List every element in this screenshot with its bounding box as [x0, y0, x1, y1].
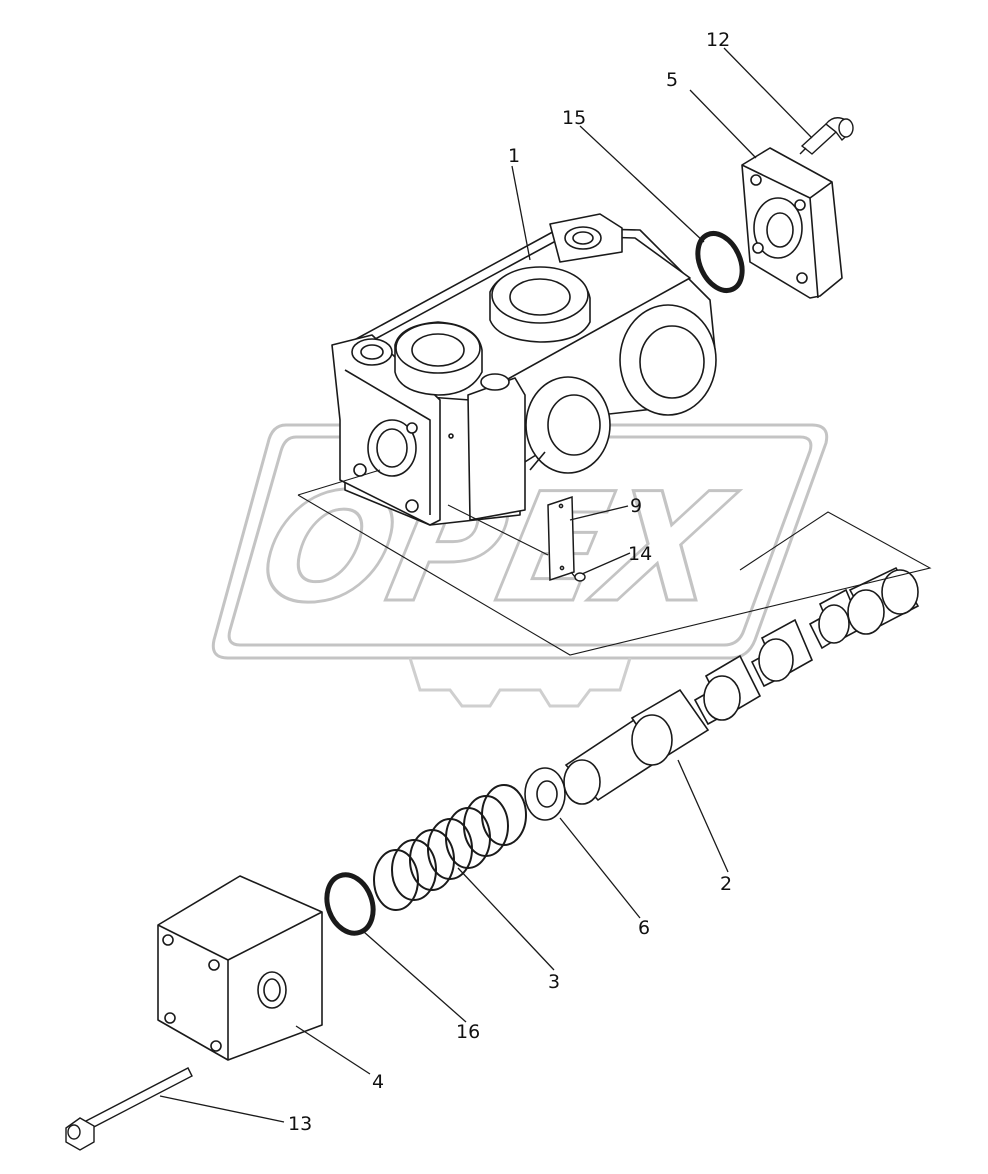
long-bolt-13 [65, 1067, 193, 1151]
callout-6: 6 [638, 917, 650, 939]
callout-12: 12 [706, 29, 730, 51]
callout-1: 1 [508, 145, 520, 167]
end-cap [157, 875, 323, 1061]
washer [524, 767, 566, 821]
flange-cover [741, 147, 843, 299]
assembly-centerlines [297, 469, 932, 656]
callout-15: 15 [562, 107, 586, 129]
callout-9: 9 [630, 495, 642, 517]
cap-screw-12 [799, 117, 854, 155]
callout-4: 4 [372, 1071, 384, 1093]
valve-body [331, 213, 717, 526]
callout-2: 2 [720, 873, 732, 895]
rivet [570, 571, 586, 582]
callout-16: 16 [456, 1021, 480, 1043]
callout-labels: 1 2 3 4 5 6 9 12 13 14 15 16 [288, 29, 732, 1135]
callout-5: 5 [666, 69, 678, 91]
spring [373, 784, 527, 911]
callout-14: 14 [628, 543, 652, 565]
o-ring-15 [695, 231, 745, 293]
spool [563, 566, 920, 805]
callout-3: 3 [548, 971, 560, 993]
o-ring-16 [324, 872, 376, 936]
callout-13: 13 [288, 1113, 312, 1135]
leader-lines [159, 47, 813, 1123]
nameplate [547, 495, 575, 582]
